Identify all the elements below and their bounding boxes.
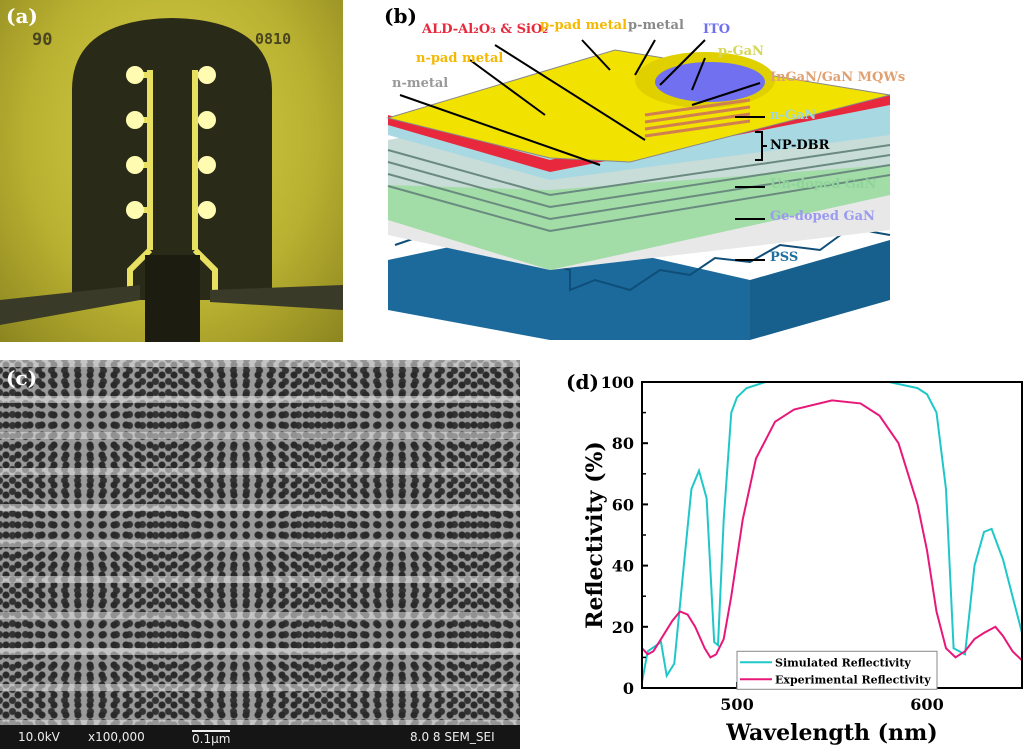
label-n-pad-metal: n-pad metal (416, 51, 504, 66)
legend-label: Simulated Reflectivity (775, 656, 911, 669)
y-tick-label: 80 (612, 434, 634, 453)
series-line-experimental (641, 399, 1023, 662)
y-tick-label: 0 (623, 679, 634, 698)
series-line-simulated (641, 381, 1023, 683)
plot-frame (641, 381, 1023, 689)
label-pss: PSS (770, 250, 799, 265)
schematic-drawing (386, 39, 891, 340)
label-ito: ITO (703, 22, 731, 37)
panel-label-c: (c) (6, 366, 38, 390)
label-p-pad-metal: p-pad metal (540, 18, 628, 33)
mqw-layers (644, 98, 751, 138)
sem-info-bar: 10.0kV x100,000 0.1µm 8.0 8 SEM_SEI (0, 725, 520, 749)
engraved-text-left: 90 (32, 30, 53, 50)
probe-left (0, 285, 140, 325)
sem-voltage: 10.0kV (18, 730, 60, 744)
label-ald: ALD-Al₂O₃ & SiO₂ (422, 22, 549, 37)
label-n-gan: n-GaN (770, 108, 817, 123)
sem-scale-bar: 0.1µm (192, 730, 231, 746)
passivation-layer (388, 95, 890, 172)
label-ge-doped-gan: Ge-doped GaN (770, 209, 875, 224)
sem-image: (c) 10.0kV x100,000 0.1µm 8.0 8 SEM_SEI (0, 360, 520, 749)
probe-right (210, 285, 343, 310)
legend-box (736, 650, 938, 690)
np-dbr-bracket (755, 131, 767, 161)
panel-label-b: (b) (384, 4, 417, 28)
device-schematic: (b) ALD-Al₂O₃ & SiO₂ p-pad metal p-metal… (370, 0, 1024, 340)
x-tick-label: 500 (720, 695, 753, 714)
label-p-metal: p-metal (628, 18, 684, 33)
label-np-dbr: NP-DBR (770, 138, 830, 153)
device-photo: 90 0810 (a) (0, 0, 343, 342)
sem-magnification: x100,000 (88, 730, 145, 744)
legend-label: Experimental Reflectivity (775, 673, 931, 686)
y-axis-label: Reflectivity (%) (582, 441, 608, 629)
device-mesa (72, 18, 272, 300)
panel-label-a: (a) (6, 4, 38, 28)
label-n-metal: n-metal (392, 76, 449, 91)
engraved-text-right: 0810 (255, 30, 292, 48)
callout-arrows (399, 39, 765, 261)
sem-detector-info: 8.0 8 SEM_SEI (410, 730, 495, 744)
label-undoped-gan: Un-doped GaN (770, 177, 877, 192)
device-photo-drawing (0, 18, 343, 342)
y-tick-label: 60 (612, 495, 634, 514)
y-tick-label: 40 (612, 557, 634, 576)
panel-label-d: (d) (566, 370, 599, 394)
x-tick-label: 600 (910, 695, 943, 714)
y-tick-label: 100 (601, 373, 634, 392)
center-pad (145, 255, 200, 342)
emission-spots (126, 66, 216, 219)
y-tick-label: 20 (612, 618, 634, 637)
x-axis-label: Wavelength (nm) (725, 720, 937, 746)
label-p-gan: p-GaN (718, 44, 764, 59)
ito-layer (655, 62, 765, 102)
label-mqw: InGaN/GaN MQWs (770, 70, 906, 85)
